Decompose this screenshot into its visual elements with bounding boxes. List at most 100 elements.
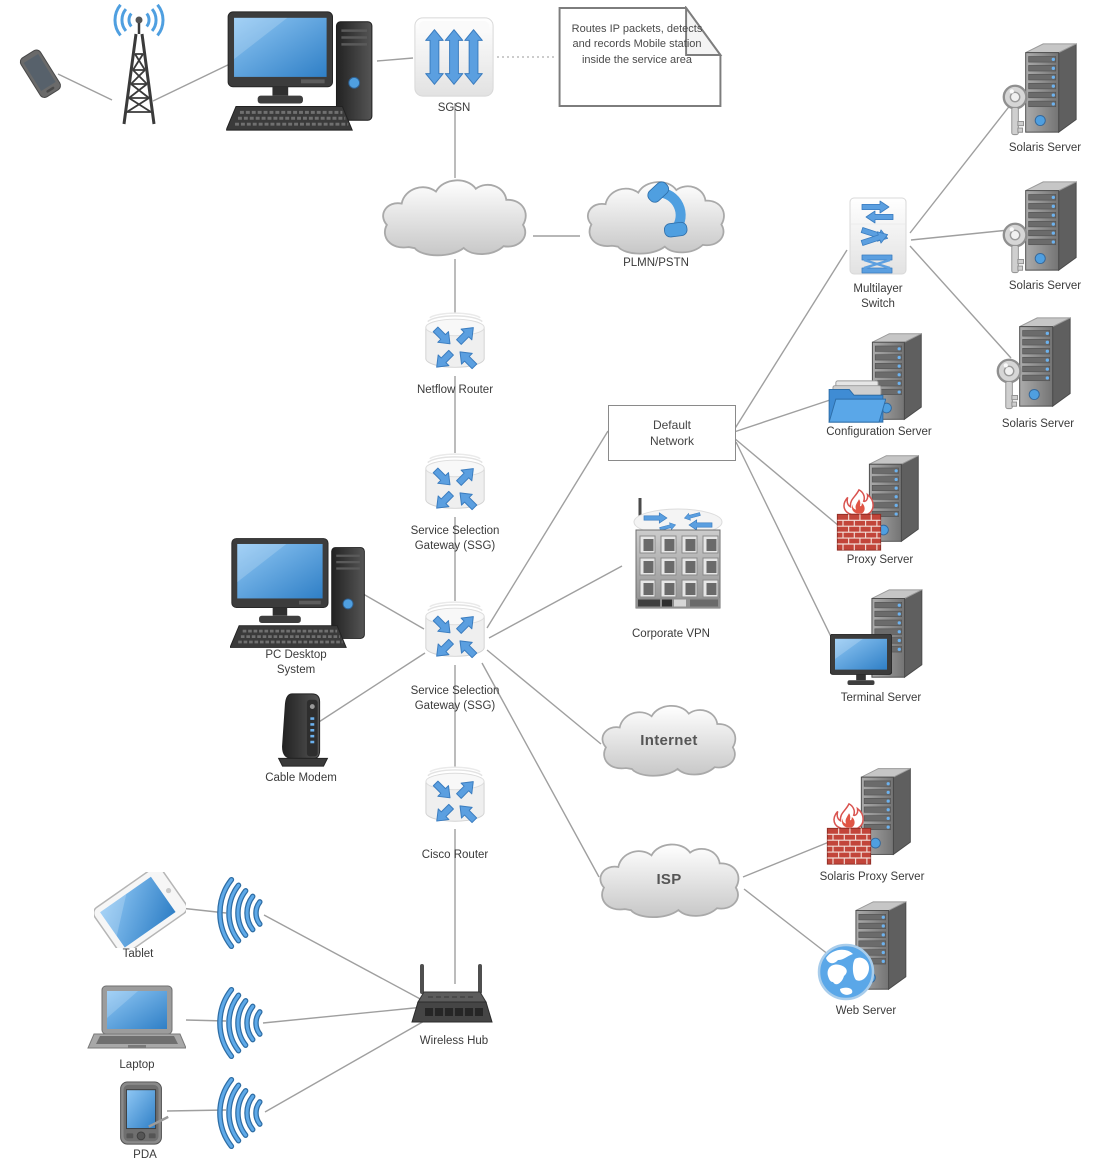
sgsn-icon bbox=[412, 14, 496, 100]
solaris-server-label: Solaris Server bbox=[1008, 142, 1082, 154]
default-network-box[interactable]: Default Network bbox=[608, 405, 736, 461]
tablet-label: Tablet bbox=[122, 948, 154, 960]
node-ssg2[interactable] bbox=[420, 600, 490, 664]
edge-wifi2-hub bbox=[262, 1006, 425, 1024]
globe-icon bbox=[817, 943, 875, 1001]
edge-defaultnetwork-switch bbox=[733, 249, 848, 431]
node-web-server[interactable] bbox=[816, 898, 916, 1004]
web-server-label: Web Server bbox=[835, 1005, 897, 1017]
sgsn-label: SGSN bbox=[437, 102, 471, 114]
node-pc-desktop-system[interactable] bbox=[230, 533, 368, 653]
router-icon bbox=[420, 452, 490, 516]
node-cable-modem[interactable] bbox=[262, 688, 346, 772]
edge-tower-computer bbox=[152, 61, 235, 102]
node-wireless-hub[interactable] bbox=[410, 962, 494, 1036]
node-solaris-server-3[interactable] bbox=[988, 314, 1076, 418]
node-pda[interactable] bbox=[114, 1080, 170, 1148]
pda-icon bbox=[114, 1080, 170, 1148]
edge-wifi3-hub bbox=[264, 1019, 427, 1113]
internet-label: Internet bbox=[640, 732, 698, 749]
edge-switch-solaris2 bbox=[910, 229, 1010, 241]
edge-defaultnetwork-terminalserver bbox=[735, 441, 838, 650]
solaris-server-label: Solaris Server bbox=[1001, 418, 1075, 430]
edge-isp-solarisproxy bbox=[742, 839, 835, 878]
router-icon bbox=[420, 766, 490, 828]
edge-phone-tower bbox=[57, 73, 113, 101]
laptop-icon bbox=[86, 984, 186, 1058]
node-terminal-server[interactable] bbox=[830, 586, 930, 692]
server-icon bbox=[1019, 317, 1071, 407]
node-laptop[interactable] bbox=[86, 984, 186, 1058]
pc-desktop-system-label: PC Desktop System bbox=[265, 649, 327, 676]
router-icon bbox=[420, 311, 490, 375]
proxy-server-label: Proxy Server bbox=[846, 554, 914, 566]
wifi-signal-icon bbox=[216, 986, 278, 1060]
cell-tower-icon bbox=[98, 4, 180, 130]
multilayer-switch-icon bbox=[846, 192, 910, 280]
cisco-router-label: Cisco Router bbox=[421, 849, 489, 861]
node-plmn-pstn[interactable] bbox=[578, 175, 733, 259]
wifi-signal-icon bbox=[216, 1076, 278, 1150]
solaris-proxy-server-label: Solaris Proxy Server bbox=[819, 871, 925, 883]
configuration-server-label: Configuration Server bbox=[826, 426, 932, 438]
desktop-computer-icon bbox=[230, 533, 368, 653]
server-icon bbox=[1025, 181, 1077, 271]
wifi-signal-icon bbox=[216, 876, 278, 950]
node-corporate-vpn[interactable] bbox=[620, 492, 724, 626]
edge-pc-ssg2 bbox=[357, 590, 425, 630]
edge-pda-wifi3 bbox=[166, 1109, 227, 1112]
edge-isp-webserver bbox=[743, 888, 830, 956]
node-desktop-computer[interactable] bbox=[226, 6, 376, 136]
wireless-hub-label: Wireless Hub bbox=[419, 1035, 489, 1047]
folder-icon bbox=[828, 380, 886, 423]
laptop-label: Laptop bbox=[119, 1059, 155, 1071]
solaris-server-label: Solaris Server bbox=[1008, 280, 1082, 292]
isp-label: ISP bbox=[656, 871, 682, 888]
router-icon bbox=[420, 600, 490, 664]
edge-modem-ssg2 bbox=[304, 652, 426, 732]
note-text: Routes IP packets, detects and records M… bbox=[571, 23, 703, 66]
corporate-vpn-label: Corporate VPN bbox=[632, 628, 710, 640]
tablet-icon bbox=[94, 872, 186, 948]
edge-wifi1-hub bbox=[263, 914, 425, 1002]
office-building-icon bbox=[620, 492, 724, 626]
edge-defaultnetwork-configserver bbox=[733, 398, 834, 433]
ssg2-label: Service Selection Gateway (SSG) bbox=[410, 685, 500, 712]
node-solaris-server-1[interactable] bbox=[994, 40, 1082, 144]
cable-modem-label: Cable Modem bbox=[265, 772, 337, 784]
node-solaris-server-2[interactable] bbox=[994, 178, 1082, 282]
node-sgsn[interactable] bbox=[412, 14, 496, 100]
node-cisco-router[interactable] bbox=[420, 766, 490, 828]
node-proxy-server[interactable] bbox=[834, 452, 926, 554]
netflow-router-label: Netflow Router bbox=[416, 384, 494, 396]
key-icon bbox=[996, 358, 1022, 410]
edge-switch-solaris3 bbox=[909, 245, 1012, 359]
node-smartphone[interactable] bbox=[12, 46, 68, 102]
edge-ssg2-internet bbox=[486, 649, 602, 745]
server-icon bbox=[1025, 43, 1077, 133]
terminal-server-label: Terminal Server bbox=[840, 692, 922, 704]
key-icon bbox=[1002, 84, 1028, 136]
plmn-pstn-label: PLMN/PSTN bbox=[623, 257, 689, 269]
node-netflow-router[interactable] bbox=[420, 311, 490, 375]
cloud-icon bbox=[374, 173, 534, 261]
node-ssg1[interactable] bbox=[420, 452, 490, 516]
node-multilayer-switch[interactable] bbox=[846, 192, 910, 280]
plmn-pstn-cloud-icon bbox=[578, 175, 733, 259]
edge-defaultnetwork-proxyserver bbox=[733, 437, 840, 527]
edge-ssg2-defaultnetwork bbox=[486, 430, 609, 629]
edge-switch-solaris1 bbox=[909, 98, 1016, 234]
desktop-computer-icon bbox=[226, 6, 376, 136]
cable-modem-icon bbox=[262, 688, 346, 772]
wireless-hub-icon bbox=[410, 962, 494, 1036]
node-solaris-proxy-server[interactable] bbox=[826, 764, 918, 870]
node-cloud[interactable] bbox=[374, 173, 534, 261]
key-icon bbox=[1002, 222, 1028, 274]
node-tablet[interactable] bbox=[94, 872, 186, 948]
pda-label: PDA bbox=[133, 1149, 157, 1161]
node-cell-tower[interactable] bbox=[98, 4, 180, 130]
multilayer-switch-label: Multilayer Switch bbox=[853, 283, 903, 310]
node-configuration-server[interactable] bbox=[826, 330, 932, 428]
